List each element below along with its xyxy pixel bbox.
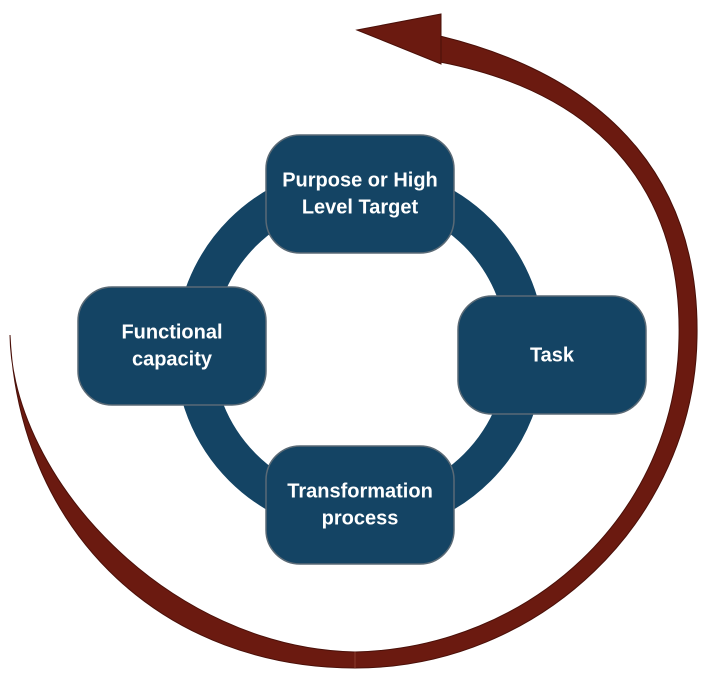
node-purpose-label: Purpose or High [282,169,438,191]
node-functional-label: Functional [121,321,222,343]
node-purpose: Purpose or High Level Target [265,134,455,254]
node-purpose-box [265,134,455,254]
node-transformation-label-line2: process [322,507,399,529]
node-task-box [457,295,647,415]
node-transformation-label: Transformation [287,480,433,502]
node-functional-label-line2: capacity [132,348,213,370]
node-task-label: Task [530,344,575,366]
node-transformation-box [265,445,455,565]
node-transformation: Transformation process [265,445,455,565]
node-task: Task [457,295,647,415]
node-purpose-label-line2: Level Target [302,196,419,218]
node-functional-box [77,286,267,406]
curved-counterclockwise-arrow-icon [9,13,698,669]
outer-arrowhead [355,13,442,65]
outer-arc [9,35,698,669]
node-functional: Functional capacity [77,286,267,406]
